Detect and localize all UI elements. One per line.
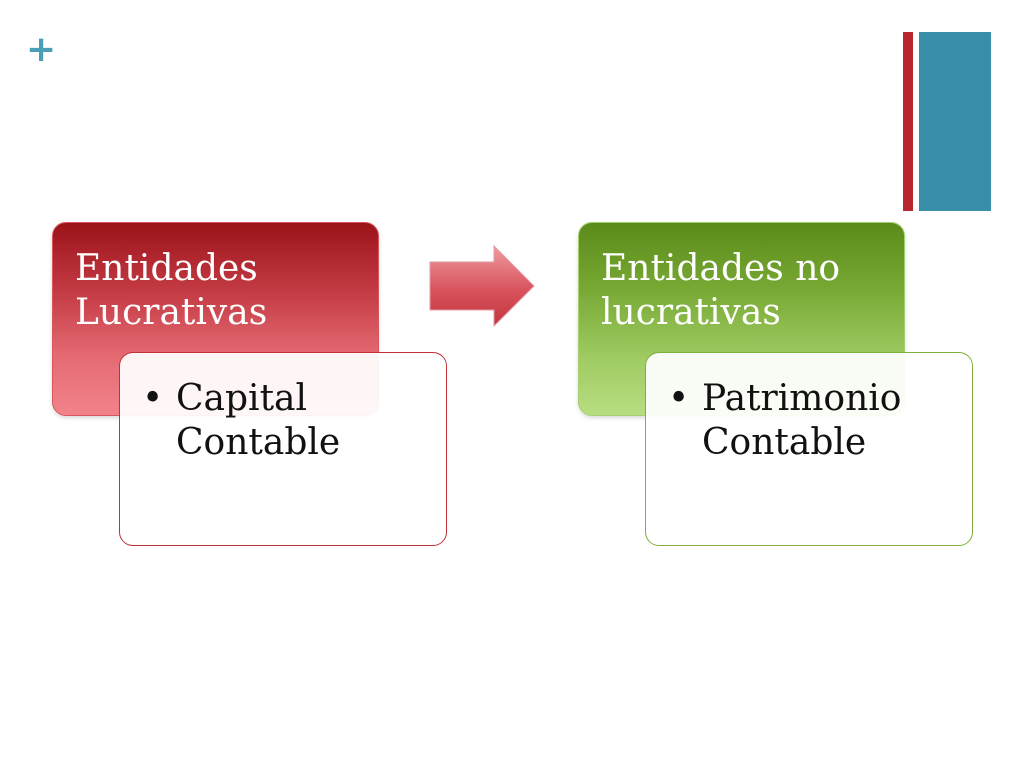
bullet-text-patrimonio-contable: Patrimonio Contable: [702, 378, 902, 463]
heading-lucrativas: Entidades Lucrativas: [75, 248, 268, 333]
accent-bar-teal: [919, 32, 991, 211]
accent-bar-red: [903, 32, 913, 211]
detail-box-no-lucrativas: • Patrimonio Contable: [645, 352, 973, 546]
bullet-item: • Capital Contable: [142, 377, 426, 465]
bullet-glyph: •: [142, 378, 164, 419]
plus-logo: +: [26, 29, 57, 70]
right-arrow-icon: [429, 244, 535, 328]
detail-box-lucrativas: • Capital Contable: [119, 352, 447, 546]
bullet-glyph: •: [668, 378, 690, 419]
bullet-item: • Patrimonio Contable: [668, 377, 952, 465]
bullet-text-capital-contable: Capital Contable: [176, 378, 341, 463]
heading-no-lucrativas: Entidades no lucrativas: [601, 248, 841, 333]
